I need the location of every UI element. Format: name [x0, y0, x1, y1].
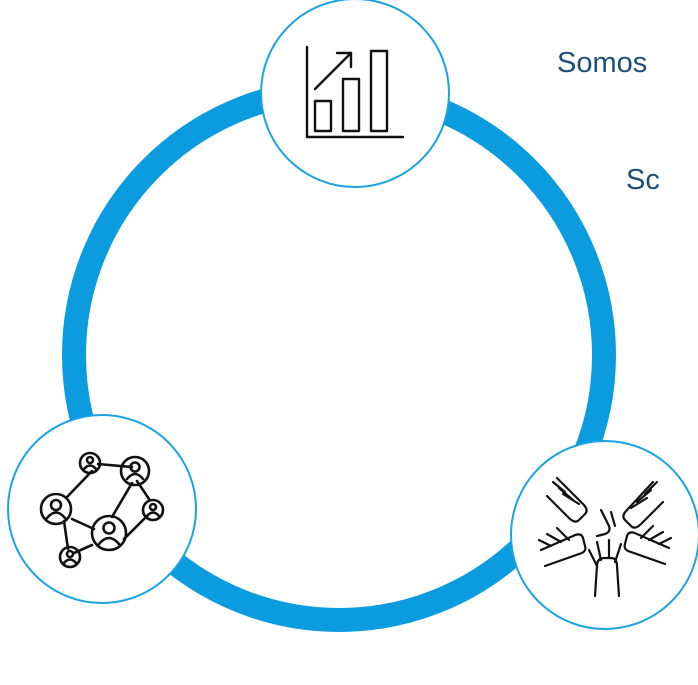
headline-line-2: Sc	[626, 164, 660, 196]
hand-bottom	[587, 538, 623, 598]
people-network-icon	[39, 451, 165, 569]
headline-line-1: Somos	[557, 47, 648, 79]
node-network	[7, 414, 197, 604]
growth-chart-icon	[305, 45, 405, 139]
node-hands	[510, 440, 698, 630]
hand-top-left	[545, 476, 588, 523]
person-bottom-left	[58, 545, 82, 569]
person-center	[90, 514, 128, 552]
hand-left	[537, 526, 587, 568]
person-small-top	[78, 451, 102, 475]
hand-top-right	[622, 480, 665, 529]
node-growth	[260, 0, 450, 188]
person-right	[141, 498, 165, 522]
joined-hands-icon	[537, 476, 673, 598]
hand-center	[595, 508, 617, 538]
person-top-right	[119, 455, 151, 487]
person-left	[39, 492, 73, 526]
hand-right	[623, 524, 673, 566]
